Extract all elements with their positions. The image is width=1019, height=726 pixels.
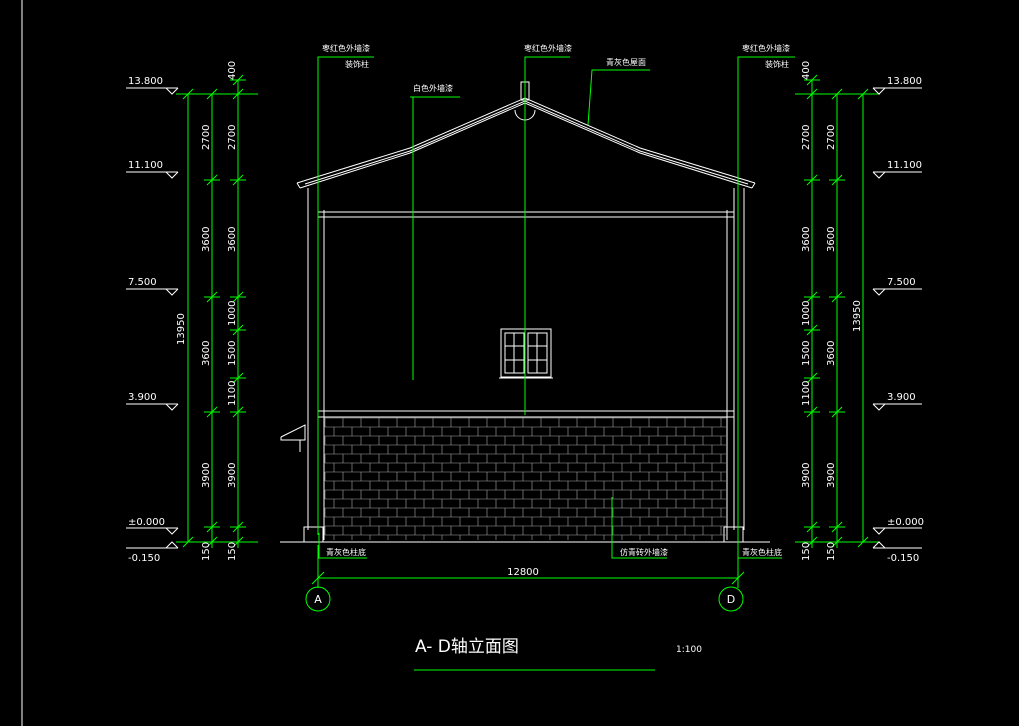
axis-bubble-a — [305, 586, 331, 612]
dim-text: 2700 — [801, 125, 812, 150]
leader-roof — [587, 69, 650, 126]
level-marker-left-13800 — [126, 87, 179, 95]
dim-text: 3600 — [227, 227, 238, 252]
total-height-right: 13950 — [852, 300, 863, 332]
total-height-left: 13950 — [176, 313, 187, 345]
dim-text: 150 — [801, 542, 812, 561]
note-top-center: 枣红色外墙漆 — [524, 43, 572, 53]
dim-text: 1500 — [227, 341, 238, 366]
level-right-3: 7.500 — [887, 277, 916, 288]
level-right-4: 3.900 — [887, 392, 916, 403]
level-marker-left-11100 — [126, 171, 179, 179]
note-top-right-1: 枣红色外墙漆 — [742, 43, 790, 53]
level-marker-right-neg — [872, 541, 922, 549]
level-right-6: -0.150 — [887, 553, 919, 564]
level-left-4: 3.900 — [128, 392, 157, 403]
left-outer-dims: 2700 3600 3600 3900 150 — [201, 125, 212, 561]
dim-text: 3900 — [801, 463, 812, 488]
window-frame — [500, 328, 552, 378]
leader-base-center — [611, 497, 667, 559]
dim-text: 3600 — [201, 227, 212, 252]
dim-text: 3600 — [801, 227, 812, 252]
level-marker-left-neg — [126, 541, 179, 549]
dim-text: 1500 — [801, 341, 812, 366]
level-left-6: -0.150 — [128, 553, 160, 564]
annotation-notes: 枣红色外墙漆 装饰柱 白色外墙漆 枣红色外墙漆 青灰色屋面 枣红色外墙漆 装饰柱… — [322, 43, 790, 557]
dim-text: 3900 — [227, 463, 238, 488]
dim-text: 400 — [227, 61, 238, 80]
roof-eave-right — [751, 182, 756, 189]
dim-text: 150 — [201, 542, 212, 561]
level-marker-right-13800 — [872, 87, 922, 95]
dim-text: 1000 — [227, 301, 238, 326]
dim-text: 3900 — [826, 463, 837, 488]
drawing-scale: 1:100 — [676, 645, 702, 655]
axis-bubble-d — [718, 586, 744, 612]
level-markers — [126, 87, 922, 549]
left-inner-dims: 400 2700 3600 1000 1500 1100 3900 150 — [227, 61, 238, 561]
axis-label-d: D — [727, 593, 735, 606]
roof-line-3 — [304, 100, 749, 185]
level-marker-right-7500 — [872, 288, 922, 296]
note-top-left-1: 枣红色外墙漆 — [322, 43, 370, 53]
dim-text: 2700 — [826, 125, 837, 150]
level-left-1: 13.800 — [128, 76, 163, 87]
axis-label-a: A — [314, 593, 322, 606]
dim-text: 1100 — [801, 381, 812, 406]
dim-text: 2700 — [227, 125, 238, 150]
side-canopy — [280, 424, 306, 441]
note-base-left: 青灰色柱底 — [326, 547, 366, 557]
note-roof: 青灰色屋面 — [606, 57, 646, 67]
dim-text: 1100 — [227, 381, 238, 406]
dim-tick — [731, 571, 745, 585]
drawing-title: A- D轴立面图 — [415, 637, 519, 657]
level-right-2: 11.100 — [887, 160, 922, 171]
roof-eave-left — [296, 182, 301, 189]
overall-width-text: 12800 — [507, 567, 539, 578]
note-top-right-2: 装饰柱 — [765, 59, 789, 69]
column-base-left — [303, 526, 324, 543]
note-base-right: 青灰色柱底 — [742, 547, 782, 557]
brick-pattern — [324, 417, 726, 540]
level-right-5: ±0.000 — [887, 517, 924, 528]
roof-outline — [296, 97, 756, 184]
dimension-ticks — [180, 74, 871, 548]
leader-top-left — [317, 56, 374, 535]
dim-tick — [311, 571, 325, 585]
right-inner-dims: 400 2700 3600 1000 1500 1100 3900 150 — [801, 61, 812, 561]
level-marker-left-3900 — [126, 403, 179, 411]
note-base-center: 仿青砖外墙漆 — [620, 547, 668, 557]
level-left-5: ±0.000 — [128, 517, 165, 528]
level-marker-right-11100 — [872, 171, 922, 179]
note-top-left-2: 装饰柱 — [345, 59, 369, 69]
level-marker-right-0 — [872, 527, 922, 535]
dim-text: 1000 — [801, 301, 812, 326]
right-outer-dims: 2700 3600 3600 3900 150 — [826, 125, 837, 561]
level-marker-right-3900 — [872, 403, 922, 411]
level-right-1: 13.800 — [887, 76, 922, 87]
dim-text: 3600 — [826, 227, 837, 252]
level-left-3: 7.500 — [128, 277, 157, 288]
level-marker-left-0 — [126, 527, 179, 535]
dim-text: 3600 — [201, 341, 212, 366]
dim-text: 150 — [826, 542, 837, 561]
dim-text: 400 — [801, 61, 812, 80]
leader-top-center — [524, 56, 570, 415]
dim-text: 3900 — [201, 463, 212, 488]
level-left-2: 11.100 — [128, 160, 163, 171]
roof-line-2 — [299, 102, 753, 189]
dim-text: 3600 — [826, 341, 837, 366]
level-marker-left-7500 — [126, 288, 179, 296]
leader-top-right — [737, 56, 795, 533]
leader-base-left — [318, 533, 367, 559]
dim-text: 150 — [227, 542, 238, 561]
dim-text: 2700 — [201, 125, 212, 150]
note-white-wall: 白色外墙漆 — [413, 83, 453, 93]
